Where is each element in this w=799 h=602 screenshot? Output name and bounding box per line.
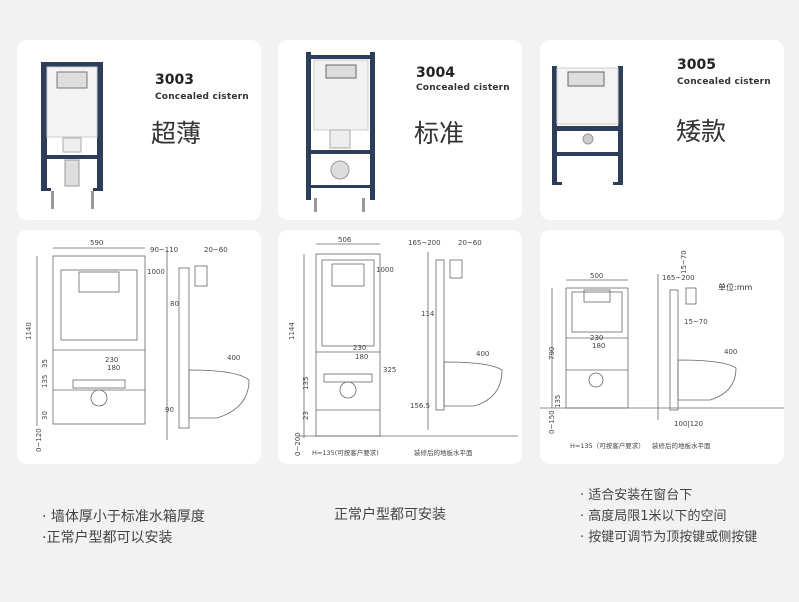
dim-label: 20~60 (458, 239, 482, 247)
product-card-3005[interactable]: 3005 Concealed cistern 矮款 (540, 40, 784, 220)
dim-label: 80 (170, 300, 179, 308)
notes-3005: · 适合安装在窗台下 · 高度局限1米以下的空间 · 按键可调节为顶按键或侧按键 (580, 485, 757, 548)
dim-label: 590 (90, 239, 103, 247)
product-card-3004[interactable]: 3004 Concealed cistern 标准 (278, 40, 522, 220)
dim-label: 90~110 (150, 246, 178, 254)
dim-label: 230 (105, 356, 118, 364)
cistern-frame-image (41, 62, 103, 209)
dim-label: 400 (227, 354, 240, 362)
dim-label: 165~200 (408, 239, 441, 247)
dim-label: 23 (302, 411, 310, 420)
dim-label: 1144 (288, 322, 296, 340)
note-line: 正常户型都可安装 (334, 507, 446, 523)
dim-label: 325 (383, 366, 396, 374)
cistern-frame-image (552, 66, 623, 185)
note-line: · 按键可调节为顶按键或侧按键 (580, 530, 758, 545)
product-subtitle: Concealed cistern (155, 92, 249, 102)
notes-3004: 正常户型都可安装 (334, 505, 446, 526)
product-code: 3004 (416, 65, 455, 81)
dim-label: 20~60 (204, 246, 228, 254)
dim-label: 30 (41, 411, 49, 420)
height-note: H=135(可按客户要求) (312, 448, 379, 457)
dim-label: 0~200 (294, 432, 302, 456)
dim-label: 180 (355, 353, 368, 361)
installation-diagram-3003: 590 90~110 20~60 1000 1140 80 230 180 35… (17, 230, 261, 464)
dim-label: 135 (302, 377, 310, 390)
dim-label: 230 (353, 344, 366, 352)
product-code: 3003 (155, 72, 194, 88)
product-label: 标准 (414, 119, 465, 148)
dim-label: 90 (165, 406, 174, 414)
dim-label: 35 (41, 359, 49, 368)
dimension-drawing: 590 90~110 20~60 1000 1140 80 230 180 35… (25, 239, 250, 452)
unit-label: 单位:mm (718, 282, 752, 292)
product-subtitle: Concealed cistern (677, 77, 771, 87)
dim-label: 0~150 (548, 410, 556, 434)
note-line: · 适合安装在窗台下 (580, 488, 693, 503)
note-line: · 高度局限1米以下的空间 (580, 509, 727, 524)
dim-label: 165~200 (662, 274, 695, 282)
dim-label: 15~70 (680, 250, 688, 274)
dim-label: 0~120 (35, 428, 43, 452)
installation-diagram-3005: 单位:mm 500 165~200 15~70 15~70 230 180 79… (540, 230, 784, 464)
dim-label: 180 (107, 364, 120, 372)
height-note: H=135（可按客户要求） (570, 441, 645, 450)
dim-label: 400 (724, 348, 737, 356)
notes-3003: · 墙体厚小于标准水箱厚度 ·正常户型都可以安装 (42, 507, 205, 549)
ground-note: 装修后的地板水平面 (652, 441, 711, 450)
dim-label: 1000 (147, 268, 165, 276)
product-card-3003[interactable]: 3003 Concealed cistern 超薄 (17, 40, 261, 220)
dimension-drawing: 单位:mm 500 165~200 15~70 15~70 230 180 79… (540, 250, 784, 450)
product-code: 3005 (677, 57, 716, 73)
ground-note: 装修后的地板水平面 (414, 448, 473, 457)
dim-label: 1000 (376, 266, 394, 274)
dim-label: 180 (592, 342, 605, 350)
dim-label: 135 (41, 375, 49, 388)
product-label: 超薄 (151, 119, 202, 148)
cistern-frame-image (306, 52, 375, 212)
product-subtitle: Concealed cistern (416, 83, 510, 93)
dim-label: 230 (590, 334, 603, 342)
note-line: · 墙体厚小于标准水箱厚度 (42, 509, 205, 525)
installation-diagram-3004: 506 165~200 20~60 1000 1144 114 230 180 … (278, 230, 522, 464)
product-label: 矮款 (676, 117, 727, 146)
dim-label: 100|120 (674, 420, 703, 428)
dim-label: 400 (476, 350, 489, 358)
dim-label: 15~70 (684, 318, 708, 326)
note-line: ·正常户型都可以安装 (42, 530, 173, 546)
dimension-drawing: 506 165~200 20~60 1000 1144 114 230 180 … (288, 236, 518, 457)
dim-label: 1140 (25, 322, 33, 340)
dim-label: 500 (590, 272, 603, 280)
dim-label: 506 (338, 236, 352, 244)
dim-label: 135 (554, 395, 562, 408)
dim-label: 156.5 (410, 402, 430, 410)
dim-label: 790 (548, 347, 556, 360)
dim-label: 114 (421, 310, 435, 318)
